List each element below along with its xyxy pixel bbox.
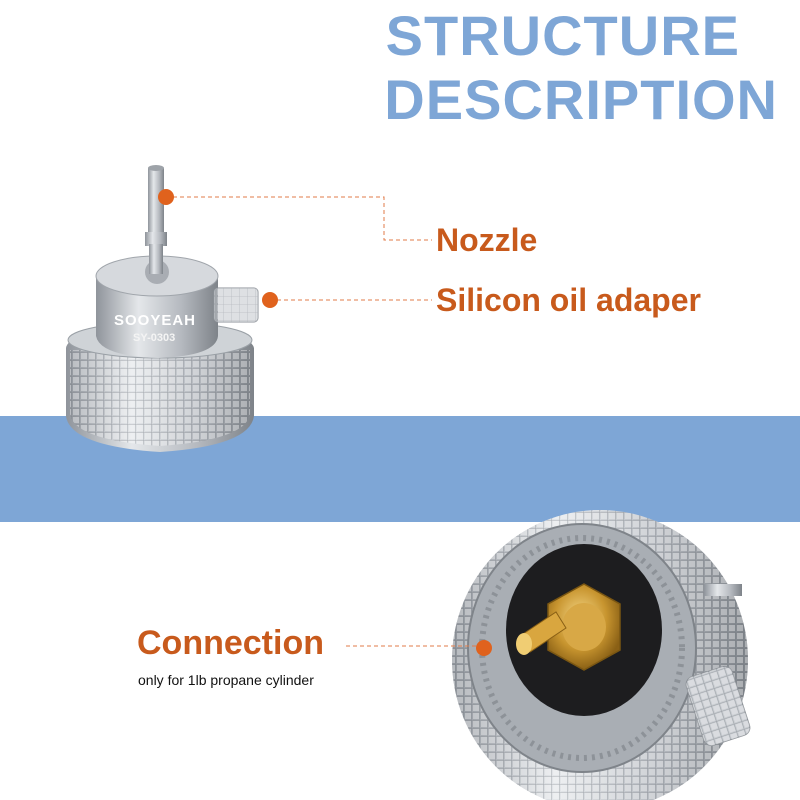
adapter-bottom-view	[452, 510, 751, 800]
nozzle-label: Nozzle	[436, 222, 538, 258]
oil-adapter-dot	[262, 292, 278, 308]
brand-engraving: SOOYEAH	[114, 312, 197, 329]
heading-line-1: STRUCTURE	[385, 4, 740, 67]
adapter-side-view	[66, 165, 259, 452]
connection-dot	[476, 640, 492, 656]
model-engraving: SY-0303	[133, 332, 176, 344]
nozzle-dot	[158, 189, 174, 205]
heading-line-2: DESCRIPTION	[384, 68, 778, 131]
oil-adapter-label: Silicon oil adaper	[436, 282, 701, 318]
connection-note: only for 1lb propane cylinder	[138, 672, 314, 688]
callout-lines	[166, 196, 480, 647]
connection-label: Connection	[137, 624, 324, 662]
